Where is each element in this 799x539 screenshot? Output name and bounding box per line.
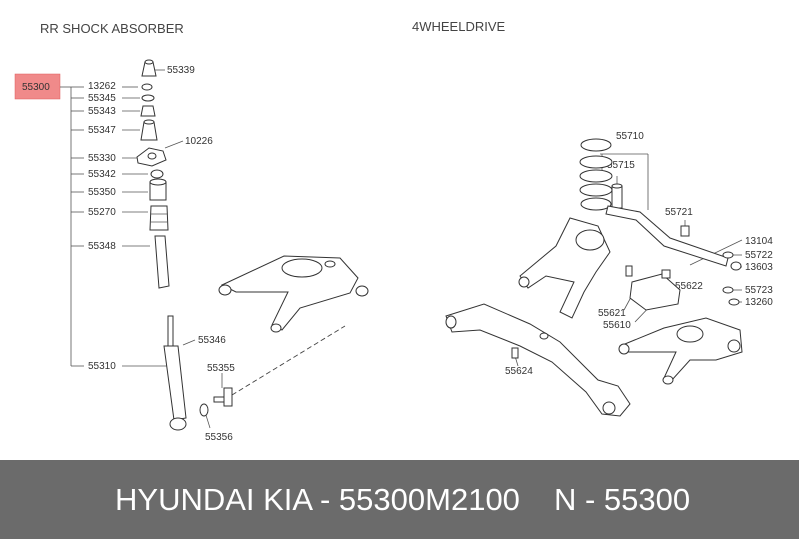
label-55621[interactable]: 55621 bbox=[598, 308, 626, 319]
crossmember-55610 bbox=[445, 303, 631, 417]
bump-stop-55715 bbox=[611, 183, 623, 209]
washer-55345 bbox=[141, 94, 155, 102]
label-55710[interactable]: 55710 bbox=[616, 131, 644, 142]
label-55721[interactable]: 55721 bbox=[665, 207, 693, 218]
bushing-55343 bbox=[140, 105, 156, 117]
label-55355[interactable]: 55355 bbox=[207, 363, 235, 374]
label-55342[interactable]: 55342 bbox=[88, 169, 116, 180]
leader bbox=[164, 140, 184, 149]
label-55715[interactable]: 55715 bbox=[607, 160, 635, 171]
washer-55342 bbox=[150, 169, 164, 179]
label-55347[interactable]: 55347 bbox=[88, 125, 116, 136]
lower-arm-left bbox=[218, 255, 369, 333]
highlight-box-55300[interactable] bbox=[14, 73, 61, 100]
leader bbox=[182, 339, 196, 346]
label-55624[interactable]: 55624 bbox=[505, 366, 533, 377]
label-55723[interactable]: 55723 bbox=[745, 285, 773, 296]
footer-part-number: HYUNDAI KIA - 55300M2100 bbox=[115, 482, 520, 517]
label-55610[interactable]: 55610 bbox=[603, 320, 631, 331]
bracket-55330 bbox=[136, 147, 167, 167]
bolt-55624 bbox=[511, 347, 519, 359]
nut-13603 bbox=[730, 261, 742, 271]
section-title-rr-shock-absorber: RR SHOCK ABSORBER bbox=[40, 21, 184, 36]
dust-cover-55270 bbox=[149, 205, 169, 231]
label-55339[interactable]: 55339 bbox=[167, 65, 195, 76]
lower-arm-right-upper bbox=[518, 217, 611, 319]
coil-spring-55710 bbox=[579, 138, 613, 211]
bolt-13104 bbox=[680, 225, 690, 237]
label-55270[interactable]: 55270 bbox=[88, 207, 116, 218]
label-13104[interactable]: 13104 bbox=[745, 236, 773, 247]
lower-arm-right-lower bbox=[618, 317, 743, 385]
bracket-55622 bbox=[661, 269, 671, 279]
footer-banner: HYUNDAI KIA - 55300M2100 N - 55300 bbox=[0, 460, 799, 539]
label-55722[interactable]: 55722 bbox=[745, 250, 773, 261]
label-55343[interactable]: 55343 bbox=[88, 106, 116, 117]
leader bbox=[689, 239, 743, 266]
footer-diagram-number: N - 55300 bbox=[554, 482, 691, 517]
section-title-4wheeldrive: 4WHEELDRIVE bbox=[412, 19, 506, 34]
washer-55356 bbox=[199, 403, 209, 417]
bump-cap-55339 bbox=[141, 59, 157, 77]
bolt-55355 bbox=[213, 387, 233, 407]
label-55622[interactable]: 55622 bbox=[675, 281, 703, 292]
washer-55722 bbox=[722, 251, 734, 259]
bumper-55350 bbox=[149, 178, 167, 201]
label-55310[interactable]: 55310 bbox=[88, 361, 116, 372]
trailing-link-55721 bbox=[605, 205, 729, 267]
label-55356[interactable]: 55356 bbox=[205, 432, 233, 443]
parts-diagram: RR SHOCK ABSORBER 4WHEELDRIVE 55300 5533… bbox=[14, 19, 773, 443]
label-13260[interactable]: 13260 bbox=[745, 297, 773, 308]
bolt-to-arm-dash bbox=[231, 325, 346, 396]
shock-absorber-55310 bbox=[163, 315, 187, 431]
dust-tube-55348 bbox=[154, 235, 170, 289]
label-55350[interactable]: 55350 bbox=[88, 187, 116, 198]
washer-55723 bbox=[722, 286, 734, 294]
label-55300[interactable]: 55300 bbox=[22, 82, 50, 93]
label-55330[interactable]: 55330 bbox=[88, 153, 116, 164]
bushing-55347 bbox=[140, 119, 158, 141]
label-55348[interactable]: 55348 bbox=[88, 241, 116, 252]
mount-bracket-55621 bbox=[625, 265, 681, 311]
nut-13262 bbox=[141, 83, 153, 91]
nut-13260 bbox=[728, 298, 740, 306]
label-13603[interactable]: 13603 bbox=[745, 262, 773, 273]
label-10226[interactable]: 10226 bbox=[185, 136, 213, 147]
label-55345[interactable]: 55345 bbox=[88, 93, 116, 104]
label-13262[interactable]: 13262 bbox=[88, 81, 116, 92]
label-55346[interactable]: 55346 bbox=[198, 335, 226, 346]
